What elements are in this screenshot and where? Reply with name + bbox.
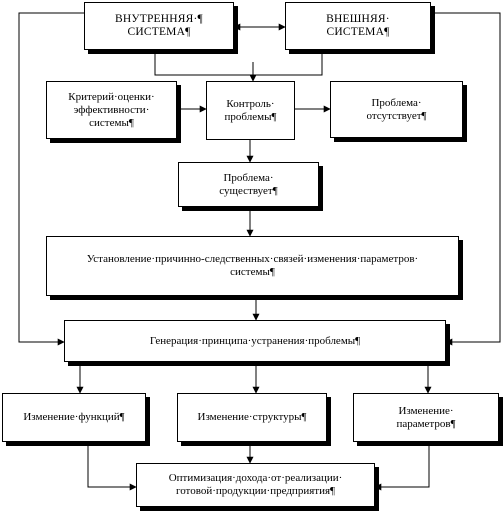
optimization-box: Оптимизация·дохода·от·реализации· готово…: [136, 463, 375, 507]
line-internal-to-control: [154, 50, 323, 76]
problem-absent-box: Проблема· отсутствует¶: [330, 81, 463, 138]
change-parameters-box: Изменение· параметров¶: [353, 393, 499, 442]
arrow-external-to-generation: [431, 12, 501, 346]
arrow-functions-to-optimization: [87, 442, 137, 491]
arrow-internal-to-generation: [18, 12, 84, 346]
efficiency-criterion-box: Критерий·оценки· эффективности· системы¶: [46, 81, 177, 139]
problem-exists-box: Проблема· существует¶: [178, 162, 319, 207]
arrow-parameters-to-optimization: [374, 442, 430, 491]
problem-control-box: Контроль· проблемы¶: [206, 81, 295, 140]
generation-box: Генерация·принципа·устранения·проблемы¶: [64, 320, 446, 362]
causal-links-box: Установление·причинно-следственных·связе…: [46, 236, 459, 296]
change-structure-box: Изменение·структуры¶: [177, 393, 327, 442]
internal-system-box: ВНУТРЕННЯЯ·¶ СИСТЕМА¶: [84, 2, 234, 50]
external-system-box: ВНЕШНЯЯ· СИСТЕМА¶: [285, 2, 431, 50]
change-functions-box: Изменение·функций¶: [2, 393, 146, 442]
